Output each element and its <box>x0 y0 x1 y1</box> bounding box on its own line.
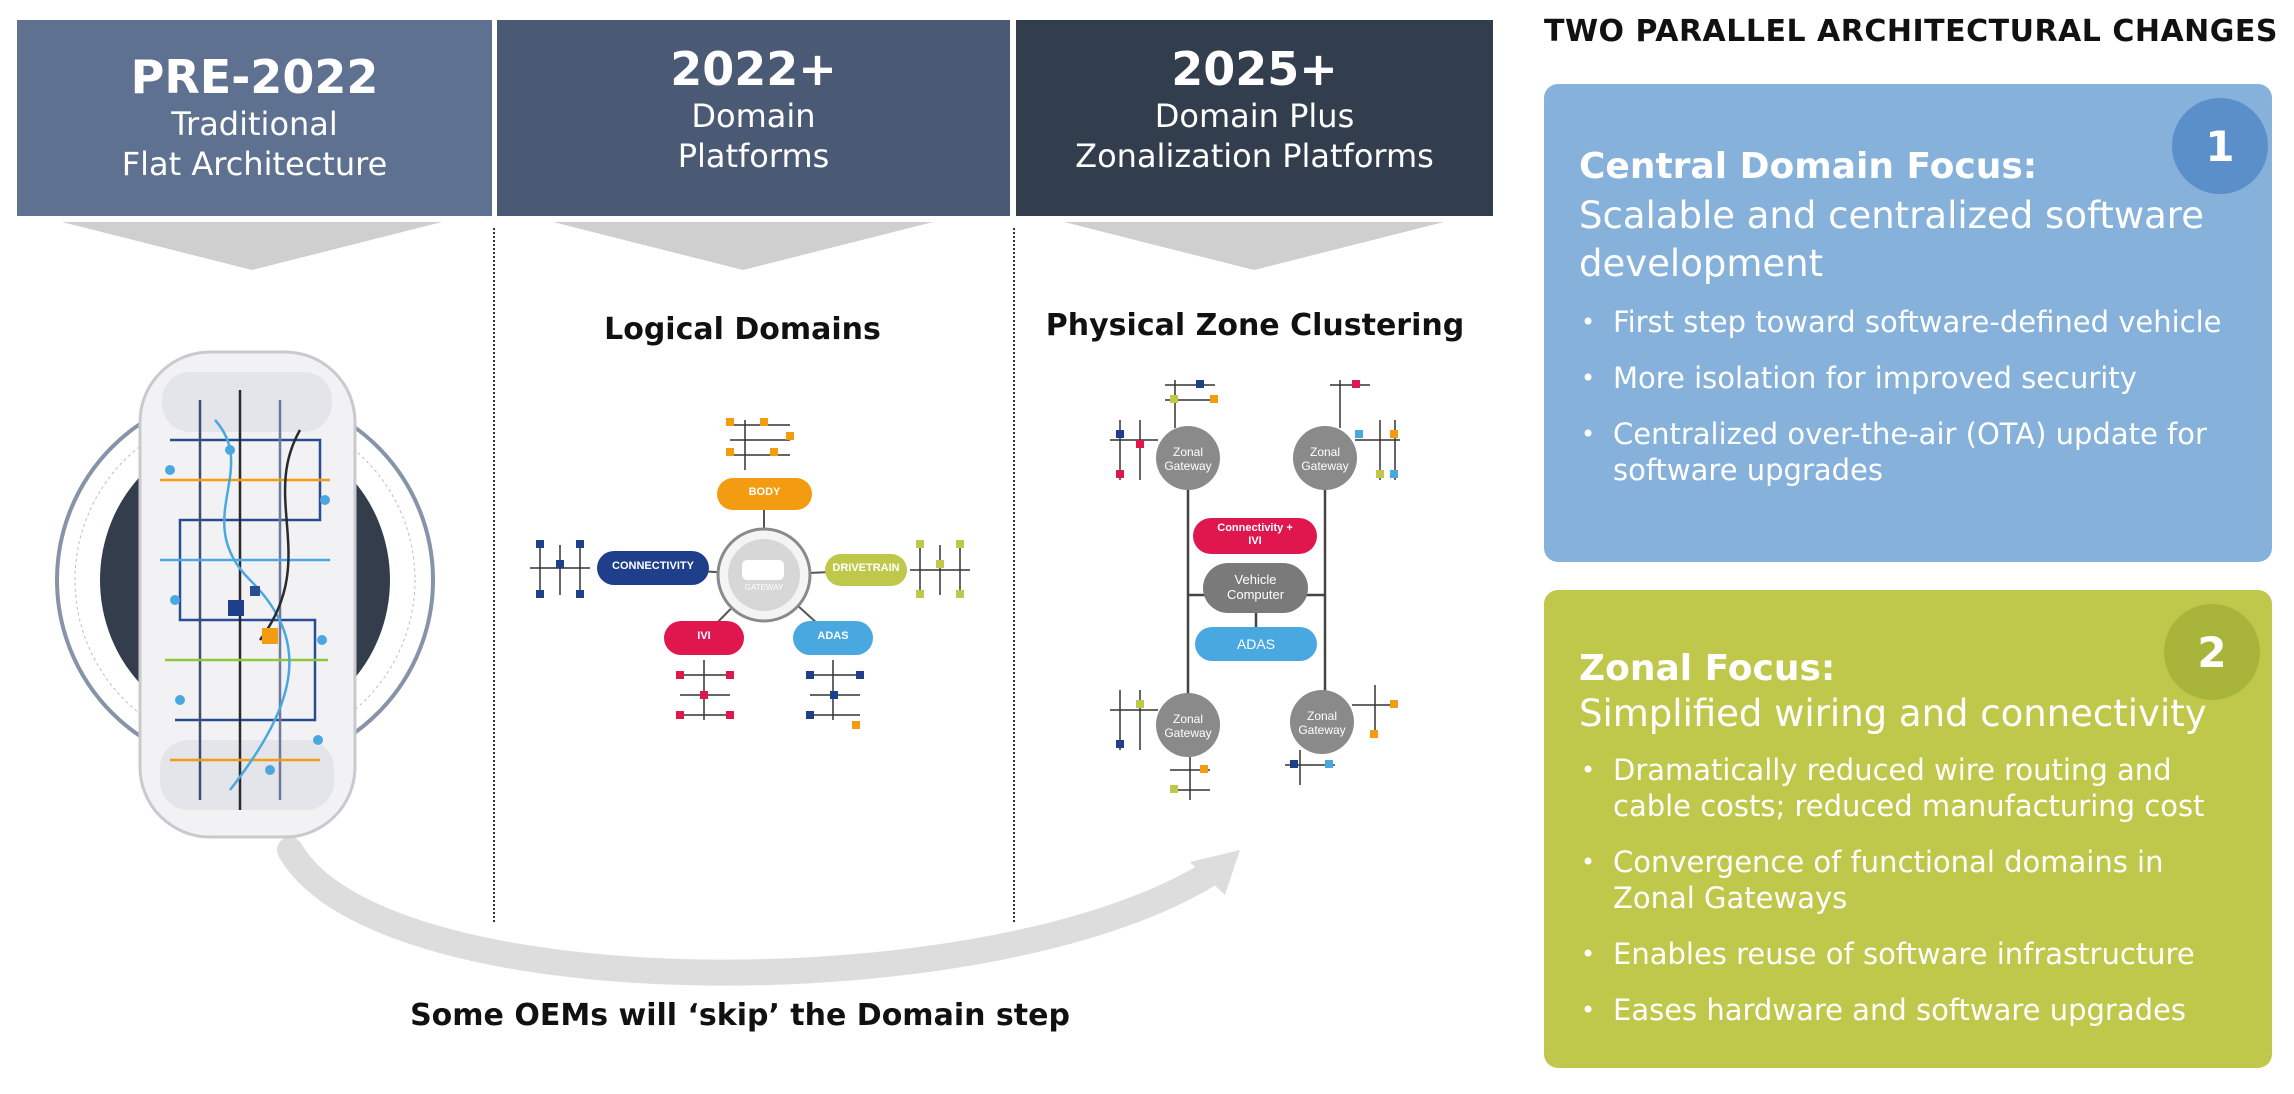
logical-domains-title: Logical Domains <box>604 312 881 347</box>
chevron-icon <box>553 222 933 270</box>
adas-domain-label: ADAS <box>817 630 849 642</box>
number-badge: 2 <box>2164 604 2260 700</box>
column-subtitle-line2: Flat Architecture <box>121 145 388 183</box>
column-subtitle-line1: Domain <box>691 97 816 135</box>
column-divider <box>493 228 495 922</box>
adas-label: ADAS <box>1236 636 1276 652</box>
box-tagline: Scalable and centralized software develo… <box>1579 194 2204 285</box>
chevron-icon <box>1064 222 1444 270</box>
box-tagline: Simplified wiring and connectivity <box>1579 692 2207 735</box>
body-domain-label: BODY <box>748 486 781 498</box>
physical-zone-title: Physical Zone Clustering <box>1045 308 1465 343</box>
central-domain-box: 1 Central Domain Focus: Scalable and cen… <box>1544 84 2272 562</box>
column-header-2022: 2022+ Domain Platforms <box>497 20 1010 216</box>
gateway-label: GATEWAY <box>744 583 784 592</box>
arrow-head-icon <box>1190 850 1240 895</box>
column-subtitle-line2: Platforms <box>677 137 830 175</box>
column-year: PRE-2022 <box>130 50 379 104</box>
list-item: Convergence of functional domains in Zon… <box>1579 844 2249 916</box>
list-item: First step toward software-defined vehic… <box>1579 304 2249 340</box>
skip-domain-note: Some OEMs will ‘skip’ the Domain step <box>410 998 1070 1033</box>
ivi-domain-label: IVI <box>697 630 711 642</box>
car-top-view-icon <box>55 350 435 839</box>
logical-domains-diagram <box>530 418 970 729</box>
column-subtitle-line1: Domain Plus <box>1154 97 1355 135</box>
skip-arrow-icon <box>277 837 1228 986</box>
column-subtitle-line2: Zonalization Platforms <box>1075 137 1434 175</box>
physical-zone-diagram <box>1110 380 1400 800</box>
zonal-focus-box: 2 Zonal Focus: Simplified wiring and con… <box>1544 590 2272 1068</box>
box-heading: Central Domain Focus: <box>1579 146 2038 187</box>
list-item: Eases hardware and software upgrades <box>1579 992 2249 1028</box>
box-heading: Zonal Focus: <box>1579 648 1836 689</box>
number-badge: 1 <box>2172 98 2268 194</box>
column-divider <box>1013 228 1015 922</box>
column-header-pre-2022: PRE-2022 Traditional Flat Architecture <box>17 20 492 216</box>
list-item: Centralized over-the-air (OTA) update fo… <box>1579 416 2249 488</box>
list-item: More isolation for improved security <box>1579 360 2249 396</box>
right-panel-title: TWO PARALLEL ARCHITECTURAL CHANGES <box>1544 14 2279 49</box>
column-year: 2025+ <box>1171 42 1338 96</box>
bullet-list: First step toward software-defined vehic… <box>1579 304 2249 508</box>
chevron-icon <box>62 222 442 270</box>
drivetrain-domain-label: DRIVETRAIN <box>832 562 900 574</box>
column-header-2025: 2025+ Domain Plus Zonalization Platforms <box>1016 20 1493 216</box>
router-icon <box>742 560 784 580</box>
list-item: Enables reuse of software infrastructure <box>1579 936 2249 972</box>
column-subtitle-line1: Traditional <box>171 105 338 143</box>
list-item: Dramatically reduced wire routing and ca… <box>1579 752 2249 824</box>
left-diagram-canvas <box>55 222 1444 986</box>
column-year: 2022+ <box>670 42 837 96</box>
connectivity-domain-label: CONNECTIVITY <box>612 560 694 572</box>
bullet-list: Dramatically reduced wire routing and ca… <box>1579 752 2249 1048</box>
connectivity-ivi-label: Connectivity +IVI <box>1217 522 1293 547</box>
